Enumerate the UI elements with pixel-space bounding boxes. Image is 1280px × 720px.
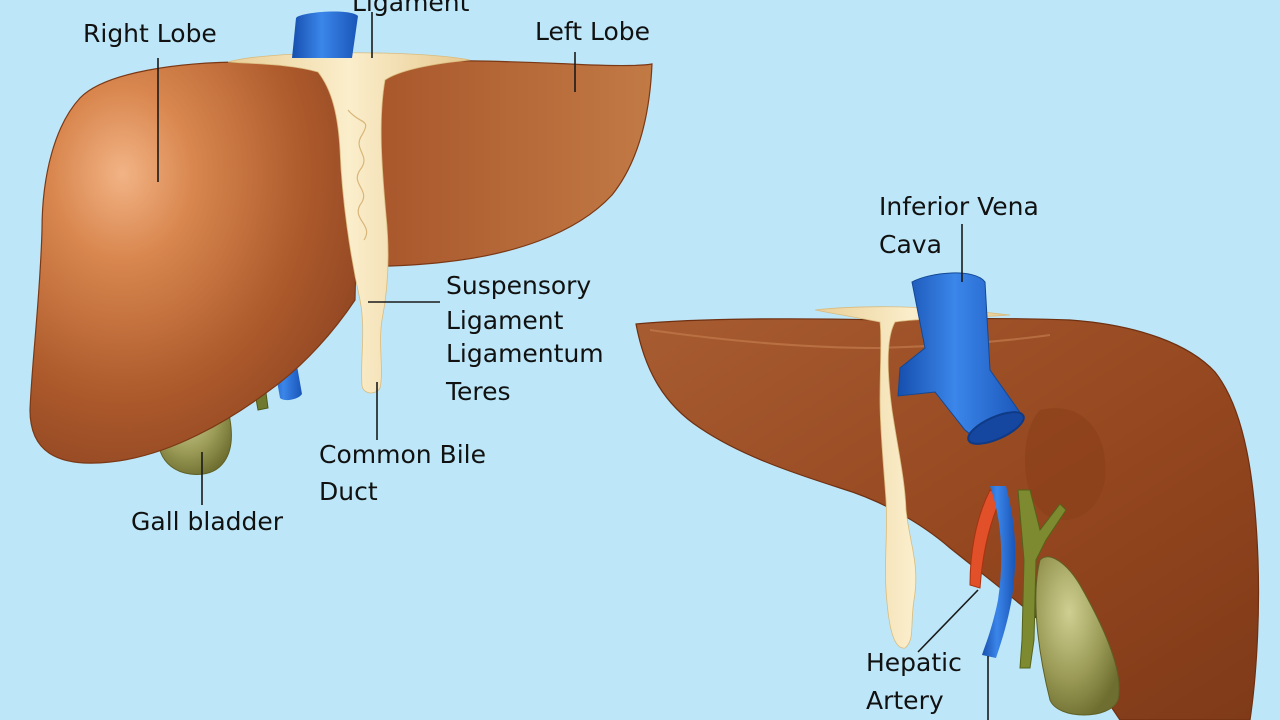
label-right-lobe: Right Lobe (83, 19, 217, 48)
label-suspensory-line2: Ligament (446, 306, 564, 335)
label-hepatic-line1: Hepatic (866, 648, 962, 677)
label-teres-line1: Ligamentum (446, 339, 604, 368)
label-top-ligament: Ligament (352, 0, 470, 17)
label-suspensory-line1: Suspensory (446, 271, 592, 300)
caudate-lobe-shade (1025, 408, 1106, 520)
label-left-lobe: Left Lobe (535, 17, 651, 46)
anterior-liver-view (29, 11, 653, 475)
suspensory-ligament-shape (227, 52, 471, 394)
ivc-opening (967, 411, 1025, 445)
left-lobe-shape (369, 60, 653, 267)
ivc-top-vessel (292, 11, 358, 58)
hepatic-artery-shape (969, 489, 1003, 589)
posterior-liver-view (635, 272, 1260, 720)
leader-lines (157, 12, 989, 720)
label-common-bile-line2: Duct (319, 477, 378, 506)
label-common-bile-line1: Common Bile (319, 440, 486, 469)
liver-fold-line (649, 329, 1051, 350)
posterior-bile-duct-shape (1017, 489, 1067, 669)
leader-hepatic-artery (917, 589, 979, 653)
label-ivc-line1: Inferior Vena (879, 192, 1039, 221)
label-gall-bladder: Gall bladder (131, 507, 284, 536)
label-hepatic-line2: Artery (866, 686, 944, 715)
ligament-texture (347, 109, 368, 241)
right-lobe-shape (29, 60, 361, 464)
posterior-gallbladder-shape (1035, 556, 1120, 716)
label-ivc-line2: Cava (879, 230, 942, 259)
label-teres-line2: Teres (446, 377, 511, 406)
portal-vein-shape (982, 486, 1016, 658)
